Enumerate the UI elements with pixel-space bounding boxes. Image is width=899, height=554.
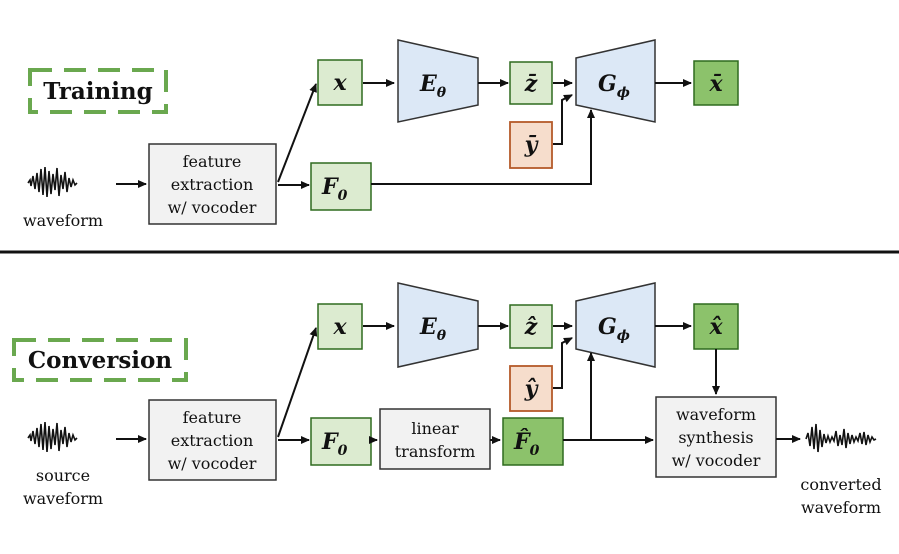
synthesis-box: waveform synthesis w/ vocoder bbox=[655, 396, 777, 478]
f0-box: F0 bbox=[310, 162, 372, 211]
conv-feature-extraction-box: feature extraction w/ vocoder bbox=[148, 399, 277, 481]
x-bar-label: x̄ bbox=[708, 71, 723, 97]
conv-encoder-block: Eθ bbox=[397, 282, 479, 368]
conv-arrow-feature-to-x bbox=[277, 327, 318, 438]
waveform-icon bbox=[27, 166, 78, 198]
z-bar-label: z̄ bbox=[524, 71, 538, 97]
converted-label-1: converted bbox=[800, 475, 881, 494]
arrow-f0-to-generator bbox=[371, 109, 595, 185]
source-label-1: source bbox=[36, 466, 90, 485]
x-hat-box: x̂ bbox=[693, 303, 739, 350]
conv-generator-block: Gϕ bbox=[575, 282, 656, 368]
conv-x-label: x bbox=[332, 314, 347, 340]
synth-line-1: waveform bbox=[676, 405, 756, 424]
conv-arrow-y-to-generator bbox=[553, 337, 573, 389]
x-box: x bbox=[317, 59, 363, 106]
synth-line-3: w/ vocoder bbox=[672, 451, 761, 470]
conv-x-box: x bbox=[317, 303, 363, 350]
conv-f0-box: F0 bbox=[310, 417, 372, 466]
arrow-y-to-generator bbox=[553, 94, 573, 145]
conversion-title: Conversion bbox=[28, 347, 173, 374]
feature-line-3: w/ vocoder bbox=[168, 198, 257, 217]
x-bar-box: x̄ bbox=[693, 60, 739, 106]
linear-line-2: transform bbox=[395, 442, 476, 461]
conv-encoder-label: Eθ bbox=[419, 314, 447, 344]
y-hat-box: ŷ bbox=[509, 365, 553, 412]
converted-label-2: waveform bbox=[801, 498, 881, 517]
generator-label: Gϕ bbox=[598, 71, 630, 101]
z-bar-box: z̄ bbox=[509, 61, 553, 105]
feature-extraction-box: feature extraction w/ vocoder bbox=[148, 143, 277, 225]
y-bar-label: ȳ bbox=[524, 132, 540, 158]
z-hat-box: ẑ bbox=[509, 304, 553, 349]
encoder-block: Eθ bbox=[397, 39, 479, 123]
waveform-label: waveform bbox=[23, 211, 103, 230]
linear-transform-box: linear transform bbox=[379, 408, 491, 470]
f0-hat-box: F̂0 bbox=[502, 417, 564, 466]
y-hat-label: ŷ bbox=[524, 376, 540, 402]
f0-label: F0 bbox=[321, 174, 348, 204]
x-label: x bbox=[332, 70, 347, 96]
training-title: Training bbox=[43, 78, 152, 105]
encoder-label: Eθ bbox=[419, 71, 447, 101]
feature-line-2: extraction bbox=[171, 175, 254, 194]
converted-waveform-icon bbox=[805, 423, 877, 453]
y-bar-box: ȳ bbox=[509, 121, 553, 169]
z-hat-label: ẑ bbox=[524, 314, 538, 340]
arrow-feature-to-x bbox=[277, 83, 317, 183]
feature-line-1: feature bbox=[183, 152, 242, 171]
training-title-frame bbox=[28, 68, 168, 114]
conv-feature-line-2: extraction bbox=[171, 431, 254, 450]
source-waveform-icon bbox=[27, 421, 78, 453]
x-hat-label: x̂ bbox=[708, 314, 723, 340]
conv-feature-line-3: w/ vocoder bbox=[168, 454, 257, 473]
generator-block: Gϕ bbox=[575, 39, 656, 123]
conv-generator-label: Gϕ bbox=[598, 314, 630, 344]
conversion-title-frame bbox=[12, 338, 188, 382]
source-label-2: waveform bbox=[23, 489, 103, 508]
synth-line-2: synthesis bbox=[678, 428, 753, 447]
conv-f0-label: F0 bbox=[321, 429, 348, 459]
linear-line-1: linear bbox=[411, 419, 459, 438]
f0-hat-label: F̂0 bbox=[513, 429, 540, 459]
conv-feature-line-1: feature bbox=[183, 408, 242, 427]
